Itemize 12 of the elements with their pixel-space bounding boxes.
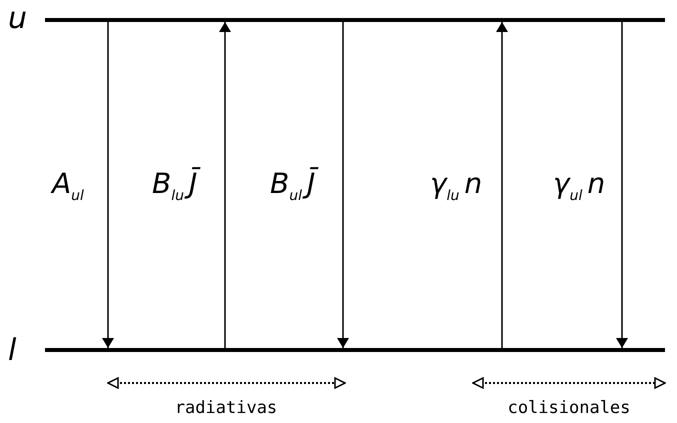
arrow [219,22,231,348]
edge-label: A$_{ul}$ [52,168,85,206]
level-label: l [8,336,16,366]
arrow [102,22,114,348]
edge-label: γ$_{ul}$n [553,168,606,206]
arrow [337,22,349,348]
group-label: colisionales [508,398,630,418]
edge-label: γ$_{lu}$n [430,168,482,206]
arrow [616,22,628,348]
group-label: radiativas [174,398,278,418]
arrow [496,22,508,348]
level-label: u [8,4,28,34]
